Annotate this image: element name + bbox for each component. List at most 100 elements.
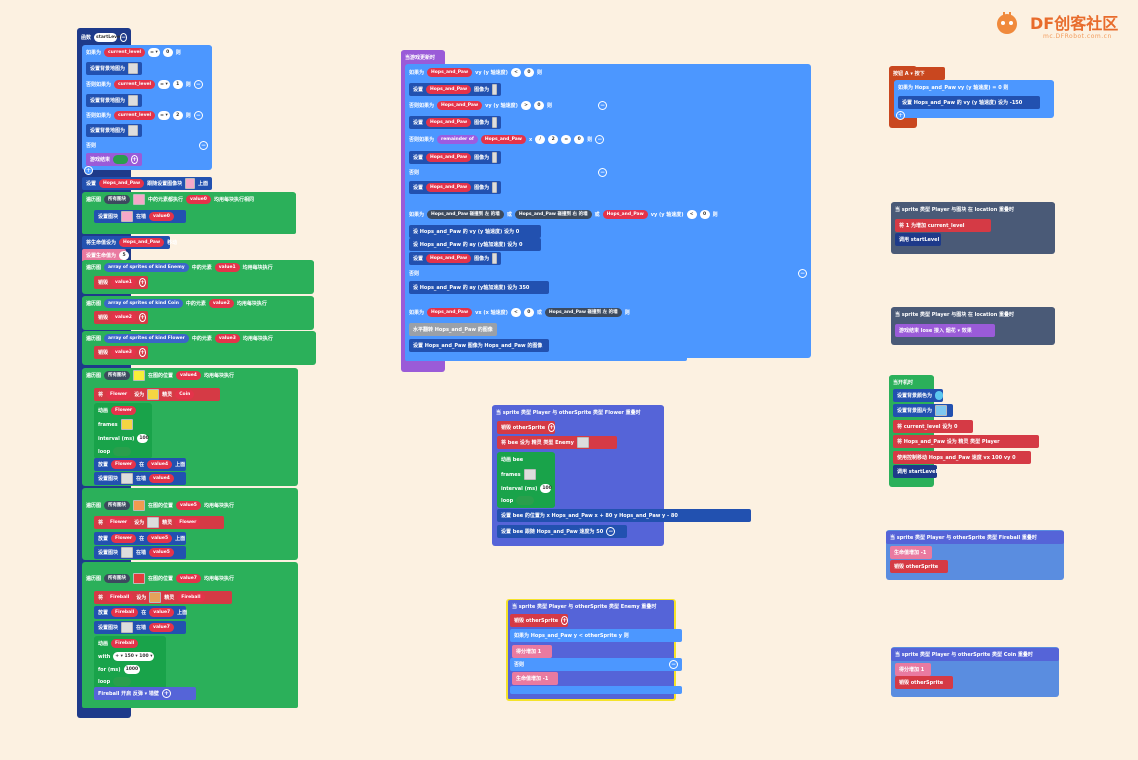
elseif-row-1[interactable]: 否则如果为 current_level = ▾ 1 则 − xyxy=(82,78,212,91)
remove-icon[interactable]: − xyxy=(598,168,607,177)
remove-icon[interactable]: − xyxy=(669,660,678,669)
value-pill[interactable]: Flower xyxy=(111,534,137,543)
value-pill[interactable] xyxy=(113,447,132,456)
value-pill[interactable]: 所有图块 xyxy=(104,574,131,583)
game-over-row[interactable]: 游戏结束 + xyxy=(86,153,142,166)
remove-icon[interactable]: − xyxy=(595,135,605,144)
tilemap-thumb[interactable] xyxy=(128,63,138,74)
collapse-icon[interactable]: − xyxy=(119,33,127,42)
value-pill[interactable]: = ▾ xyxy=(158,111,170,120)
value-pill[interactable]: value4 xyxy=(147,460,173,469)
value-pill[interactable]: 0 xyxy=(523,308,534,317)
value-pill[interactable]: value1 xyxy=(111,278,136,287)
if-row-0[interactable]: 如果为 current_level = ▾ 0 则 xyxy=(82,46,212,59)
value-pill[interactable]: array of sprites of kind Coin xyxy=(104,299,183,308)
add-icon[interactable]: + xyxy=(896,111,905,120)
value-pill[interactable]: current_level xyxy=(104,48,146,57)
value-pill[interactable]: Coin xyxy=(175,390,195,399)
value-pill[interactable]: Hops_and_Paw 碰撞到 左 的墙 xyxy=(427,210,504,219)
value-pill[interactable]: + ▾ 150 ▾ 100 ▾ xyxy=(113,652,155,661)
elseif-row-2[interactable]: 否则如果为 current_level = ▾ 2 则 − xyxy=(82,109,212,122)
remove-branch-icon[interactable]: − xyxy=(193,80,203,89)
value-pill[interactable]: current_level xyxy=(114,111,156,120)
value-pill[interactable]: Hops_and_Paw xyxy=(602,210,648,219)
add-branch-icon[interactable]: + xyxy=(84,166,93,175)
value-pill[interactable]: value1 xyxy=(214,263,240,272)
value-pill[interactable]: value5 xyxy=(176,501,201,510)
value-pill[interactable]: value7 xyxy=(149,608,175,617)
value-pill[interactable]: value3 xyxy=(214,334,240,343)
value-pill[interactable]: Hops_and_Paw xyxy=(426,254,472,263)
value-pill[interactable]: 所有图块 xyxy=(104,195,131,204)
value-pill[interactable]: 2 xyxy=(548,135,559,144)
remove-branch-icon[interactable]: − xyxy=(193,111,203,120)
value-pill[interactable]: < xyxy=(510,308,521,317)
value-pill[interactable]: Flower xyxy=(106,390,132,399)
value-pill[interactable]: Hops_and_Paw xyxy=(426,153,472,162)
value-pill[interactable]: 所有图块 xyxy=(104,371,131,380)
remove-icon[interactable]: − xyxy=(606,527,616,536)
value-pill[interactable]: 0 xyxy=(699,210,710,219)
remove-branch-icon[interactable]: − xyxy=(199,141,208,150)
add-icon[interactable]: + xyxy=(561,616,569,625)
value-pill[interactable]: 0 xyxy=(523,68,534,77)
remove-icon[interactable]: − xyxy=(798,269,807,278)
value-pill[interactable]: Hops_and_Paw xyxy=(480,135,526,144)
value-pill[interactable]: array of sprites of kind Flower xyxy=(104,334,189,343)
value-pill[interactable]: Fireball xyxy=(106,593,134,602)
value-pill[interactable]: 0 xyxy=(533,101,544,110)
value-pill[interactable]: value4 xyxy=(176,371,201,380)
value-pill[interactable]: Flower xyxy=(106,518,132,527)
value-pill[interactable]: 100 xyxy=(540,484,552,493)
value-pill[interactable]: < xyxy=(510,68,521,77)
value-pill[interactable]: / xyxy=(535,135,546,144)
value-pill[interactable]: Hops_and_Paw xyxy=(426,85,472,94)
value-pill[interactable]: 1 xyxy=(172,80,183,89)
value-pill[interactable]: Hops_and_Paw xyxy=(427,68,473,77)
add-icon[interactable]: + xyxy=(138,348,146,357)
value-pill[interactable]: 1000 xyxy=(123,665,141,674)
value-pill[interactable]: Hops_and_Paw xyxy=(437,101,483,110)
value-pill[interactable]: > xyxy=(520,101,531,110)
value-pill[interactable]: Hops_and_Paw 碰撞到 右 的墙 xyxy=(514,210,592,219)
value-pill[interactable]: Flower xyxy=(111,460,137,469)
value-pill[interactable]: Flower xyxy=(111,406,137,415)
value-pill[interactable]: Hops_and_Paw xyxy=(426,118,472,127)
value-pill[interactable]: Fireball xyxy=(111,639,139,648)
add-icon[interactable]: + xyxy=(138,278,146,287)
value-pill[interactable] xyxy=(935,391,944,400)
value-pill[interactable]: value7 xyxy=(176,574,201,583)
value-pill[interactable]: value0 xyxy=(149,212,174,221)
value-pill[interactable]: = xyxy=(561,135,572,144)
value-pill[interactable]: value2 xyxy=(208,299,234,308)
add-icon[interactable]: + xyxy=(548,423,556,432)
value-pill[interactable]: < xyxy=(686,210,697,219)
value-pill[interactable]: 5 xyxy=(119,251,130,260)
value-pill[interactable]: array of sprites of kind Enemy xyxy=(104,263,189,272)
value-pill[interactable] xyxy=(516,496,535,505)
value-pill[interactable]: Fireball xyxy=(111,608,139,617)
value-pill[interactable]: = ▾ xyxy=(148,48,160,57)
value-pill[interactable]: current_level xyxy=(114,80,156,89)
set-tilemap-row-0[interactable]: 设置背景地图为 xyxy=(86,62,142,75)
value-pill[interactable]: 0 xyxy=(162,48,173,57)
function-header[interactable]: 函数 startLevel − xyxy=(77,31,131,44)
value-pill[interactable]: Hops_and_Paw xyxy=(427,308,473,317)
value-pill[interactable]: value4 xyxy=(149,474,174,483)
add-icon[interactable]: + xyxy=(138,313,146,322)
else-row[interactable]: 否则 − xyxy=(82,139,212,152)
value-pill[interactable]: Hops_and_Paw xyxy=(119,238,165,247)
value-pill[interactable]: Fireball xyxy=(177,593,205,602)
set-tilemap-row-1[interactable]: 设置背景地图为 xyxy=(86,94,142,107)
value-pill[interactable]: value5 xyxy=(149,548,174,557)
value-pill[interactable]: value5 xyxy=(147,534,173,543)
set-tilemap-row-2[interactable]: 设置背景地图为 xyxy=(86,124,142,137)
